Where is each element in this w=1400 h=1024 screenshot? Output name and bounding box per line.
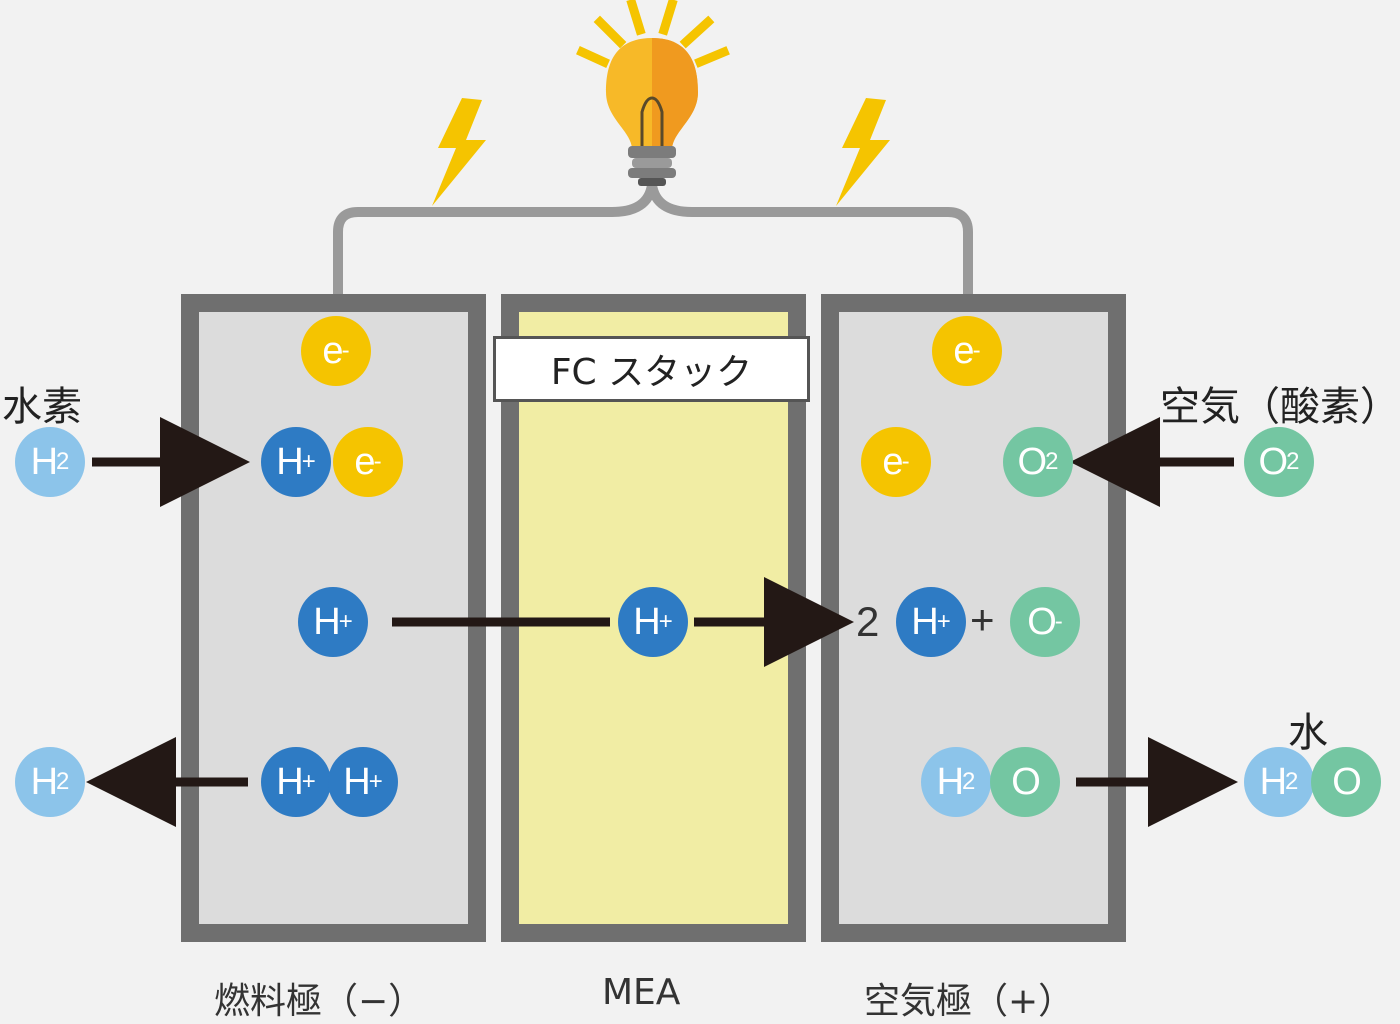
light-bulb-icon [576, 0, 730, 186]
air-electrode-label: 空気極（+） [864, 981, 1075, 1022]
water-oxygen: O [990, 747, 1060, 817]
fuel-electrode-label: 燃料極（−） [214, 981, 425, 1022]
fc-stack-label: FC スタック [493, 336, 810, 402]
proton: H+ [298, 587, 368, 657]
electron: e- [932, 316, 1002, 386]
electron: e- [301, 316, 371, 386]
oxygen-ion: O- [1010, 587, 1080, 657]
proton: H+ [261, 747, 331, 817]
lightning-icon [432, 98, 486, 206]
electron: e- [861, 427, 931, 497]
circuit-wire [333, 183, 973, 296]
plus-operator: + [970, 596, 995, 643]
proton-in-mea: H+ [618, 587, 688, 657]
lightning-icon [836, 98, 890, 206]
electron: e- [333, 427, 403, 497]
coefficient-2: 2 [856, 598, 880, 645]
air-oxygen-label: 空気（酸素） [1160, 384, 1400, 430]
water-out-oxygen: O [1311, 747, 1381, 817]
proton: H+ [261, 427, 331, 497]
water-label: 水 [1288, 710, 1328, 756]
proton: H+ [896, 587, 966, 657]
hydrogen-label: 水素 [2, 384, 82, 430]
mea-label: MEA [602, 972, 681, 1013]
proton: H+ [328, 747, 398, 817]
